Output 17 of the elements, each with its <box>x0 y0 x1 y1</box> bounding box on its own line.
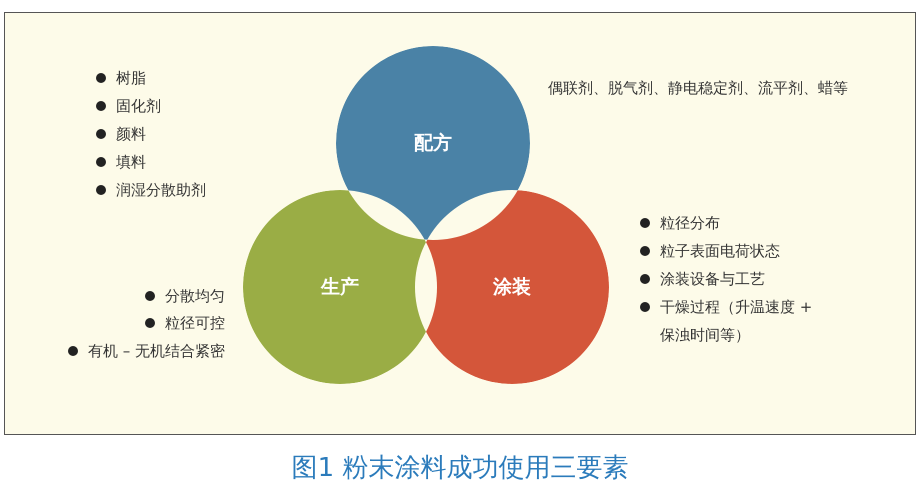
bullet-item: 有机 – 无机结合紧密 <box>68 337 225 365</box>
bullet-item: 颜料 <box>96 120 146 148</box>
circle-label: 配方 <box>414 131 452 156</box>
bullet-item: 润湿分散助剂 <box>96 176 206 204</box>
bullet-item: 粒径可控 <box>145 309 225 337</box>
circle-label: 生产 <box>321 275 359 300</box>
bullet-item: 分散均匀 <box>145 282 225 310</box>
bullet-item: 涂装设备与工艺 <box>640 265 765 293</box>
bullet-item: 固化剂 <box>96 92 161 120</box>
bullet-item: 干燥过程（升温速度 + 保浊时间等） <box>640 293 815 349</box>
bullet-item: 粒径分布 <box>640 209 720 237</box>
note-text: 偶联剂、脱气剂、静电稳定剂、流平剂、蜡等 <box>548 78 848 99</box>
circle-label: 涂装 <box>493 275 531 300</box>
bullet-item: 填料 <box>96 148 146 176</box>
bullet-item: 粒子表面电荷状态 <box>640 237 780 265</box>
bullet-item: 树脂 <box>96 64 146 92</box>
figure-caption: 图1 粉末涂料成功使用三要素 <box>290 452 630 485</box>
